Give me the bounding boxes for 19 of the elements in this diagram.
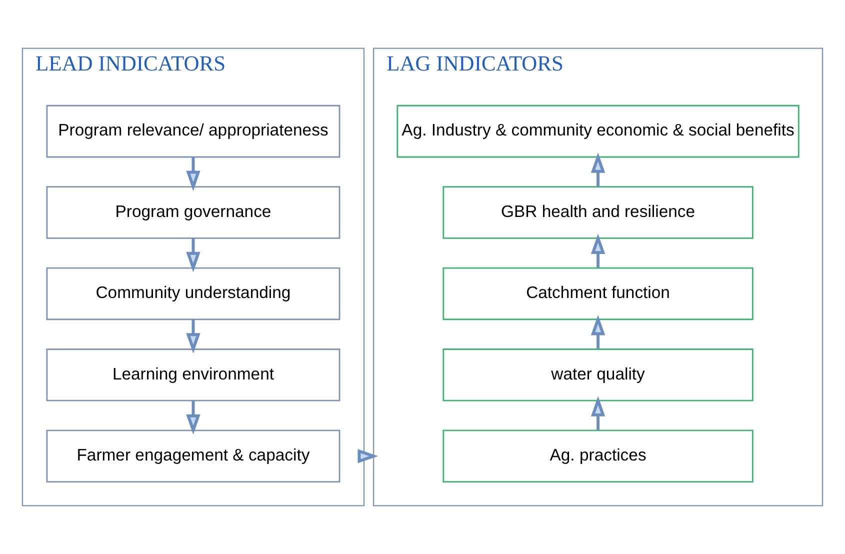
arrow [590, 314, 606, 349]
node-box: Ag. practices [442, 430, 754, 482]
arrow [590, 396, 606, 430]
node-box: Community understanding [46, 267, 340, 320]
arrow [186, 400, 200, 435]
arrow [358, 449, 378, 464]
arrow [186, 238, 200, 272]
node-box: GBR health and resilience [442, 186, 754, 239]
node-box: water quality [442, 348, 754, 402]
node-box: Ag. Industry & community economic & social benefits [396, 104, 800, 158]
node-box: Program relevance/ appropriateness [46, 104, 340, 158]
node-box: Catchment function [442, 267, 754, 320]
node-box: Program governance [46, 186, 340, 239]
node-box: Learning environment [46, 348, 340, 402]
arrow [186, 319, 200, 354]
arrow [590, 152, 606, 187]
arrow [590, 234, 606, 268]
node-box: Farmer engagement & capacity [46, 430, 340, 482]
arrow [186, 157, 200, 192]
